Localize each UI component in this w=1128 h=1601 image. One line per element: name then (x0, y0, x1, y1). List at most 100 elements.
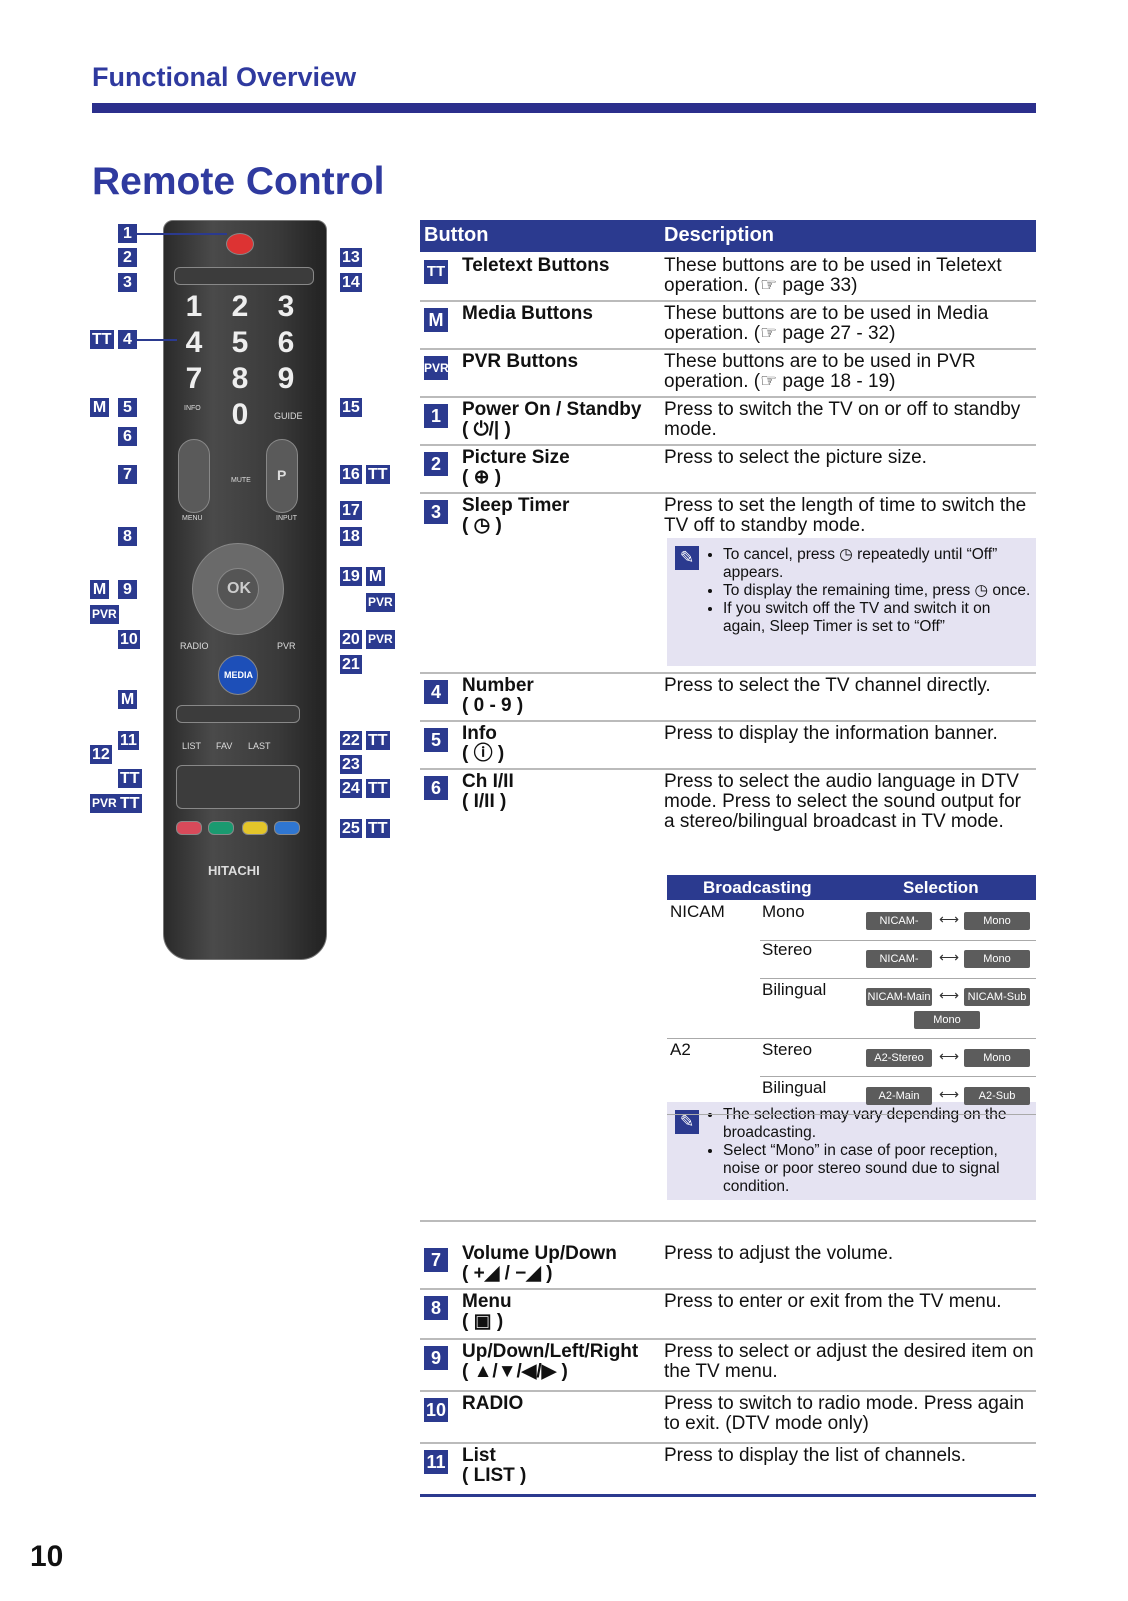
row-badge: M (424, 308, 448, 332)
red-button (176, 821, 202, 835)
power-button (226, 233, 254, 255)
row-badge: 8 (424, 1296, 448, 1320)
note-item: If you switch off the TV and switch it o… (723, 600, 1036, 636)
button-symbol: ( ⏻/| ) (462, 419, 511, 440)
button-name: Power On / Standby( ⏻/| ) (462, 400, 641, 440)
row-badge: 10 (424, 1398, 448, 1422)
button-name-text: Volume Up/Down (462, 1243, 617, 1264)
button-description: Press to display the list of channels. (664, 1445, 967, 1466)
callout-5: 5 (118, 398, 137, 417)
selection-pill: NICAM-Mono (866, 912, 932, 945)
button-description: Press to select the picture size. (664, 447, 927, 468)
row-badge: PVR (424, 356, 449, 380)
callout-m: M (90, 580, 109, 599)
button-name: Menu( ▣ ) (462, 1292, 512, 1332)
note-item: The selection may vary depending on the … (723, 1106, 1036, 1142)
button-description: Press to select the audio language in DT… (664, 771, 1021, 832)
callout-tt: TT (366, 731, 390, 750)
p-label: P (277, 467, 287, 483)
ok-label: OK (227, 580, 251, 597)
button-description: These buttons are to be used in Teletext… (664, 255, 1002, 296)
callout-tt: TT (366, 779, 390, 798)
row-badge: 6 (424, 776, 448, 800)
blue-button (274, 821, 300, 835)
callout-tt: TT (118, 794, 142, 813)
row-divider (667, 1038, 1036, 1039)
row-badge: 3 (424, 500, 448, 524)
volume-rocker (178, 439, 210, 513)
button-name: Ch I/II( I/II ) (462, 772, 514, 812)
swap-arrow-icon: ⟷ (939, 911, 960, 927)
callout-3: 3 (118, 273, 137, 292)
table-row: 10 RADIO Press to switch to radio mode. … (420, 1390, 1036, 1444)
page-number: 10 (30, 1540, 64, 1573)
button-symbol: ( ⓘ ) (462, 743, 505, 764)
swap-arrow-icon: ⟷ (939, 1048, 960, 1064)
callout-m: M (90, 398, 109, 417)
row-badge: 5 (424, 728, 448, 752)
callout-14: 14 (340, 273, 362, 292)
button-description: Press to switch the TV on or off to stan… (664, 399, 1021, 440)
callout-9: 9 (118, 580, 137, 599)
note-item: To display the remaining time, press ◷ o… (723, 582, 1036, 600)
button-name-text: Picture Size (462, 447, 570, 468)
button-description: Press to switch to radio mode. Press aga… (664, 1393, 1025, 1434)
button-name-text: Menu (462, 1291, 512, 1312)
table-row: M Media Buttons These buttons are to be … (420, 300, 1036, 350)
table-row: 7 Volume Up/Down( +◢ / −◢ ) Press to adj… (420, 1240, 1036, 1290)
button-name: PVR Buttons (462, 351, 579, 372)
button-name: Up/Down/Left/Right( ▲/▼/◀/▶ ) (462, 1342, 638, 1382)
selection-pill: NICAM-Sub (964, 988, 1030, 1006)
key-0: 0 (231, 398, 249, 431)
button-name: Teletext Buttons (462, 255, 610, 276)
callout-line (137, 233, 227, 235)
broadcast-mode: Bilingual (762, 1078, 827, 1097)
callout-23: 23 (340, 755, 362, 774)
callout-pvr: PVR (90, 794, 119, 813)
broadcast-mode: Stereo (762, 1040, 813, 1059)
key-4: 4 (185, 326, 203, 359)
sleep-timer-note: ✎ To cancel, press ◷ repeatedly until “O… (667, 538, 1036, 666)
row-badge: 2 (424, 452, 448, 476)
last-label: LAST (248, 741, 271, 751)
broadcast-mode: Bilingual (762, 980, 827, 999)
callout-12: 12 (90, 745, 112, 764)
selection-pill: A2-Sub (964, 1087, 1030, 1105)
table-row: PVR PVR Buttons These buttons are to be … (420, 348, 1036, 398)
column-header-button: Button (424, 224, 489, 246)
table-row: 5 Info( ⓘ ) Press to display the informa… (420, 720, 1036, 770)
table-row: TT Teletext Buttons These buttons are to… (420, 252, 1036, 302)
button-symbol: ( ▲/▼/◀/▶ ) (462, 1361, 568, 1382)
callout-16: 16 (340, 465, 362, 484)
row-badge: 1 (424, 404, 448, 428)
pvr-label: PVR (277, 641, 296, 651)
button-description: These buttons are to be used in Media op… (664, 303, 989, 344)
callout-pvr: PVR (366, 630, 395, 649)
button-name: Media Buttons (462, 303, 593, 324)
row-badge: 4 (424, 680, 448, 704)
table-row: 8 Menu( ▣ ) Press to enter or exit from … (420, 1288, 1036, 1340)
button-description: Press to display the information banner. (664, 723, 998, 744)
function-button-row (174, 267, 314, 285)
callout-21: 21 (340, 655, 362, 674)
button-name-text: Up/Down/Left/Right (462, 1341, 639, 1362)
button-name: Number( 0 - 9 ) (462, 676, 534, 716)
callout-tt: TT (118, 769, 142, 788)
button-name-text: Info (462, 723, 497, 744)
button-name: Volume Up/Down( +◢ / −◢ ) (462, 1244, 617, 1284)
callout-m: M (366, 567, 385, 586)
selection-pill: NICAM-Main (866, 988, 932, 1006)
column-header-description: Description (664, 224, 775, 246)
swap-arrow-icon: ⟷ (939, 949, 960, 965)
table-row: 11 List( LIST ) Press to display the lis… (420, 1442, 1036, 1497)
key-7: 7 (185, 362, 203, 395)
button-name: RADIO (462, 1393, 524, 1414)
broadcast-table-header: Broadcasting Selection (667, 875, 1036, 900)
button-symbol: ( I/II ) (462, 791, 507, 812)
callout-22: 22 (340, 731, 362, 750)
table-row: 4 Number( 0 - 9 ) Press to select the TV… (420, 672, 1036, 722)
selection-pill: A2-Main (866, 1087, 932, 1105)
swap-arrow-icon: ⟷ (939, 1086, 960, 1102)
teletext-button-rows (176, 765, 300, 809)
radio-label: RADIO (180, 641, 209, 651)
